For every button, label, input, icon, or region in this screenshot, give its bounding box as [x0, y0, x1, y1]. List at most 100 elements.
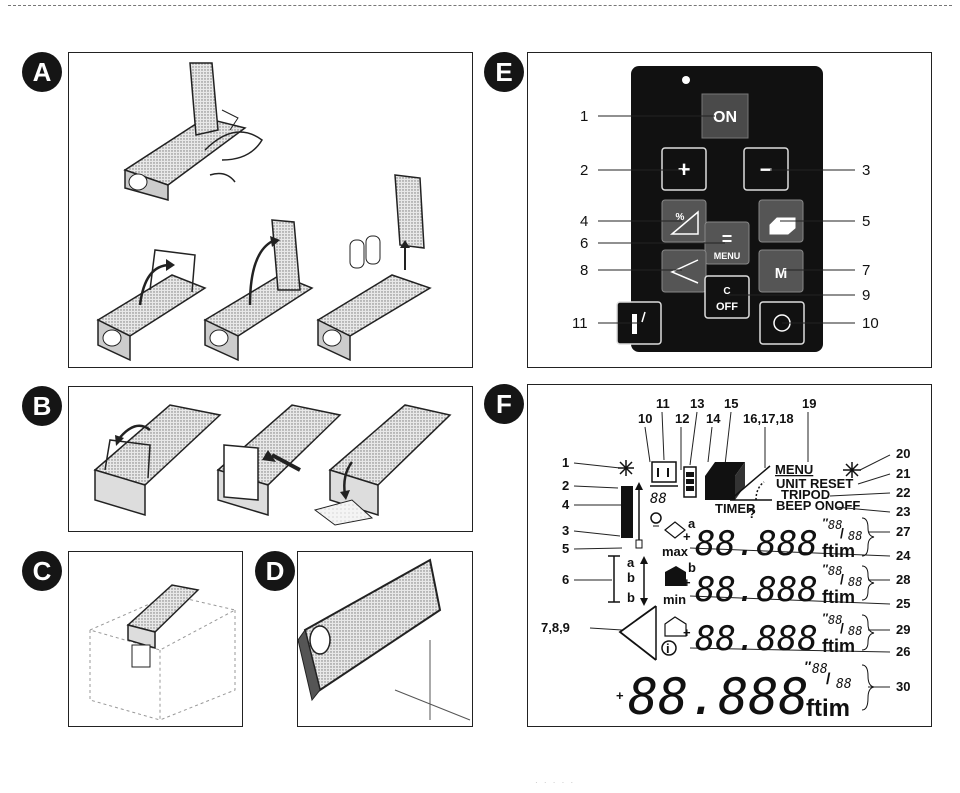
svg-text:C: C [723, 286, 730, 297]
display-callout-28: 28 [896, 572, 910, 587]
svg-text:″: ″ [822, 611, 829, 625]
display-callout-10: 10 [638, 411, 652, 426]
tripod-label: TRIPOD [781, 487, 830, 502]
svg-text:ftim: ftim [822, 587, 855, 607]
svg-text:88.888: 88.888 [695, 570, 818, 610]
clear-off-button[interactable]: C OFF [704, 275, 750, 319]
svg-text:ftim: ftim [822, 636, 855, 656]
keypad-callout-8: 8 [580, 262, 588, 279]
mode-letter-b-1: b [627, 570, 635, 585]
question-label: ? [748, 506, 756, 521]
display-callout-23: 23 [896, 504, 910, 519]
display-callout-15: 15 [724, 396, 738, 411]
keypad-callout-7: 7 [862, 262, 870, 279]
svg-text:+: + [683, 529, 691, 544]
svg-text:88: 88 [812, 662, 828, 677]
beep-onoff-label: BEEP ONOFF [776, 498, 860, 513]
angle-button[interactable] [661, 249, 707, 293]
svg-text:″: ″ [804, 658, 812, 674]
svg-text:+: + [683, 625, 691, 640]
keypad-callout-10: 10 [862, 315, 879, 332]
display-right-leaders [689, 454, 891, 688]
display-line-1: a + max 88.888 ″ 88 / 88 ftim [662, 516, 875, 564]
display-callout-24: 24 [896, 548, 911, 563]
display-callout-21: 21 [896, 466, 910, 481]
reference-cube-icon [705, 462, 745, 500]
svg-text:+: + [683, 575, 691, 590]
svg-text:+: + [616, 688, 624, 703]
display-top-callouts: 10 11 12 13 14 15 16,17,18 19 [638, 396, 816, 426]
keypad-callout-lines [598, 115, 855, 324]
angle-mode-icon [618, 605, 657, 661]
badge-d: D [255, 551, 295, 591]
svg-text:b: b [688, 560, 696, 575]
svg-text:−: − [760, 157, 773, 182]
display-main-line: + 88.888 ″ 88 / 88 ftim [616, 658, 875, 726]
plus-button[interactable]: + [661, 147, 707, 191]
display-callout-6: 6 [562, 572, 569, 587]
svg-text:ftim: ftim [806, 695, 850, 722]
keypad-callout-3: 3 [862, 162, 870, 179]
laser-star-icon [618, 460, 634, 476]
display-callout-29: 29 [896, 622, 910, 637]
display-line-3: + i 88.888 ″ 88 / 88 ftim [661, 611, 875, 659]
sun-star-icon [843, 462, 861, 478]
svg-text:88: 88 [828, 613, 842, 627]
info-icon-i: i [666, 641, 670, 656]
svg-text:=: = [722, 229, 733, 249]
svg-text:/: / [826, 671, 831, 688]
keypad-callout-9: 9 [862, 287, 870, 304]
badge-f: F [484, 384, 524, 424]
timer-label: TIMER [715, 501, 756, 516]
display-line-2: b + min 88.888 ″ 88 / 88 ftim [663, 560, 875, 610]
svg-text:/: / [840, 620, 844, 636]
display-top-leaders [644, 411, 809, 470]
display-callout-26: 26 [896, 644, 910, 659]
svg-text:88.888: 88.888 [628, 668, 809, 726]
info-icon [661, 640, 677, 656]
keypad-callout-5: 5 [862, 213, 870, 230]
angle-measure-icon [729, 465, 772, 501]
svg-text:/: / [840, 571, 844, 587]
svg-text:%: % [676, 212, 685, 223]
svg-text:″: ″ [822, 516, 829, 530]
memory-button[interactable]: M [758, 249, 804, 293]
svg-text:ON: ON [713, 109, 737, 126]
tripod-mode-icon [650, 461, 678, 487]
svg-text:88: 88 [848, 575, 862, 589]
display-callout-7-8-9: 7,8,9 [541, 620, 570, 635]
display-callout-13: 13 [690, 396, 704, 411]
badge-c: C [22, 551, 62, 591]
svg-text:88.888: 88.888 [695, 524, 818, 564]
display-callout-3: 3 [562, 523, 569, 538]
display-callout-22: 22 [896, 485, 910, 500]
keypad-callout-4: 4 [580, 213, 588, 230]
badge-e: E [484, 52, 524, 92]
menu-label: MENU [775, 462, 813, 477]
unit-reset-label: UNIT RESET [776, 476, 853, 491]
minus-button[interactable]: − [743, 147, 789, 191]
svg-text:MENU: MENU [714, 251, 741, 261]
footer-marks: · · · · · [535, 778, 576, 787]
svg-text:88: 88 [828, 564, 842, 578]
display-callout-19: 19 [802, 396, 816, 411]
svg-text:″: ″ [822, 562, 829, 576]
display-callout-1: 1 [562, 455, 569, 470]
keypad-callout-11: 11 [572, 315, 588, 332]
display-callout-16-17-18: 16,17,18 [743, 411, 794, 426]
keypad-callout-2: 2 [580, 162, 588, 179]
laser-indicator [682, 76, 690, 84]
badge-a: A [22, 52, 62, 92]
display-callout-27: 27 [896, 524, 910, 539]
display-callout-14: 14 [706, 411, 721, 426]
badge-b: B [22, 386, 62, 426]
svg-text:OFF: OFF [716, 301, 738, 313]
svg-text:88.888: 88.888 [695, 619, 818, 659]
top-rule [8, 5, 952, 6]
display-callout-5: 5 [562, 541, 569, 556]
svg-text:88: 88 [848, 624, 862, 638]
keypad-callout-1: 1 [580, 108, 588, 125]
keypad-callout-numbers: 1 2 3 4 5 6 7 8 9 10 11 [572, 108, 879, 332]
